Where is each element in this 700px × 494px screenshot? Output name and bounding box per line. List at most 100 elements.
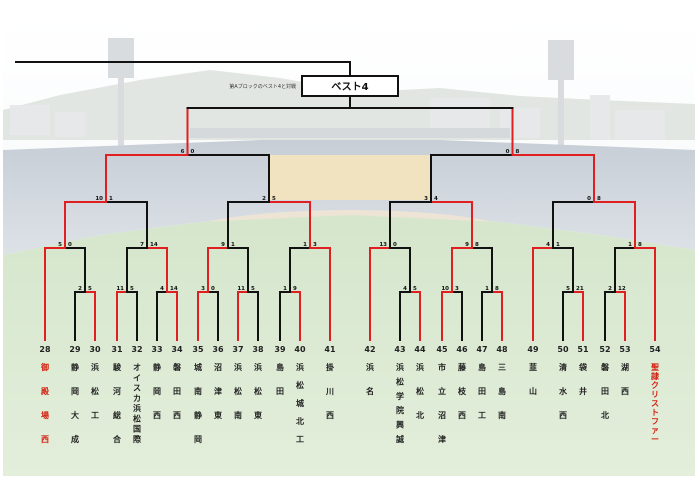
score-label: 4 — [403, 286, 407, 292]
team-name: 湖西 — [621, 362, 629, 396]
team-number: 34 — [171, 345, 183, 354]
team-53: 53 湖西 — [619, 345, 630, 396]
team-number: 36 — [212, 345, 224, 354]
score-label: 7 — [140, 242, 144, 248]
team-number: 49 — [527, 345, 539, 354]
team-name: 袋井 — [578, 362, 588, 396]
team-number: 39 — [274, 345, 286, 354]
score-label: 9 — [221, 242, 225, 248]
score-label: 13 — [379, 242, 387, 248]
team-number: 45 — [436, 345, 448, 354]
team-name: 浜松東 — [254, 362, 262, 420]
team-46: 46 藤枝西 — [456, 345, 468, 420]
team-39: 39 島田 — [274, 345, 286, 396]
team-number: 54 — [649, 345, 661, 354]
team-name: 市立沼津 — [438, 362, 446, 444]
team-44: 44 浜松北 — [414, 345, 426, 420]
score-label: 1 — [283, 286, 287, 292]
score-label: 0 — [191, 149, 195, 155]
page-title: ベスト4 — [331, 81, 368, 93]
score-label: 1 — [109, 196, 113, 202]
score-label: 4 — [434, 196, 438, 202]
score-label: 6 — [181, 149, 185, 155]
score-label: 5 — [130, 286, 134, 292]
score-label: 2 — [262, 196, 266, 202]
team-51: 51 袋井 — [577, 345, 589, 396]
team-number: 37 — [232, 345, 243, 354]
team-name: 浜名 — [366, 362, 374, 396]
score-label: 10 — [95, 196, 103, 202]
score-label: 5 — [88, 286, 92, 292]
team-number: 50 — [557, 345, 569, 354]
team-name: 浜松南 — [234, 362, 242, 420]
team-28: 28 御殿場西 — [39, 345, 51, 444]
score-label: 14 — [170, 286, 178, 292]
team-number: 29 — [69, 345, 81, 354]
score-label: 9 — [465, 242, 469, 248]
team-number: 31 — [111, 345, 123, 354]
team-name: オイスカ浜松国際 — [133, 363, 142, 444]
score-label: 5 — [272, 196, 276, 202]
team-37: 37 浜松南 — [232, 345, 243, 420]
team-number: 28 — [39, 345, 51, 354]
team-name: 聖隷クリストファー — [650, 362, 660, 444]
team-name: 御殿場西 — [40, 362, 50, 444]
team-number: 53 — [619, 345, 630, 354]
score-label: 21 — [576, 286, 584, 292]
score-label: 3 — [201, 286, 205, 292]
score-label: 5 — [251, 286, 255, 292]
team-number: 30 — [89, 345, 101, 354]
team-36: 36 沼津東 — [212, 345, 224, 420]
score-label: 12 — [618, 286, 626, 292]
team-54: 54 聖隷クリストファー — [649, 345, 661, 444]
team-name: 浜松学院興誠 — [396, 362, 404, 444]
score-label: 9 — [293, 286, 297, 292]
score-label: 8 — [516, 149, 520, 155]
score-label: 5 — [58, 242, 62, 248]
team-number: 32 — [131, 345, 142, 354]
team-number: 38 — [252, 345, 264, 354]
score-label: 1 — [628, 242, 632, 248]
team-name: 藤枝西 — [457, 362, 467, 420]
team-name: 静岡大成 — [71, 362, 79, 444]
team-name: 磐田西 — [173, 362, 181, 420]
team-number: 44 — [414, 345, 426, 354]
team-name: 韮山 — [529, 362, 537, 396]
team-45: 45 市立沼津 — [436, 345, 448, 444]
bracket-lines — [15, 61, 656, 341]
team-50: 50 清水西 — [557, 345, 569, 420]
team-number: 46 — [456, 345, 468, 354]
score-label: 0 — [506, 149, 510, 155]
score-label: 4 — [546, 242, 550, 248]
score-label: 0 — [211, 286, 215, 292]
team-name: 清水西 — [558, 362, 568, 420]
score-label: 1 — [231, 242, 235, 248]
score-label: 11 — [237, 286, 245, 292]
score-label: 1 — [485, 286, 489, 292]
score-label: 1 — [303, 242, 307, 248]
score-label: 0 — [393, 242, 397, 248]
score-label: 3 — [313, 242, 317, 248]
team-name: 駿河総合 — [112, 362, 122, 444]
team-number: 41 — [324, 345, 336, 354]
score-label: 2 — [78, 286, 82, 292]
team-labels: 28御殿場西29静岡大成30浜松工31駿河総合32オイスカ浜松国際33静岡西34… — [39, 345, 661, 444]
team-number: 51 — [577, 345, 589, 354]
score-label: 8 — [597, 196, 601, 202]
team-number: 47 — [476, 345, 487, 354]
team-34: 34 磐田西 — [171, 345, 183, 420]
team-name: 沼津東 — [214, 362, 222, 420]
score-label: 5 — [566, 286, 570, 292]
team-name: 島田 — [276, 362, 284, 396]
score-label: 1 — [556, 242, 560, 248]
team-name: 浜松北 — [416, 362, 424, 420]
score-label: 3 — [424, 196, 428, 202]
team-number: 52 — [599, 345, 610, 354]
team-number: 48 — [496, 345, 508, 354]
